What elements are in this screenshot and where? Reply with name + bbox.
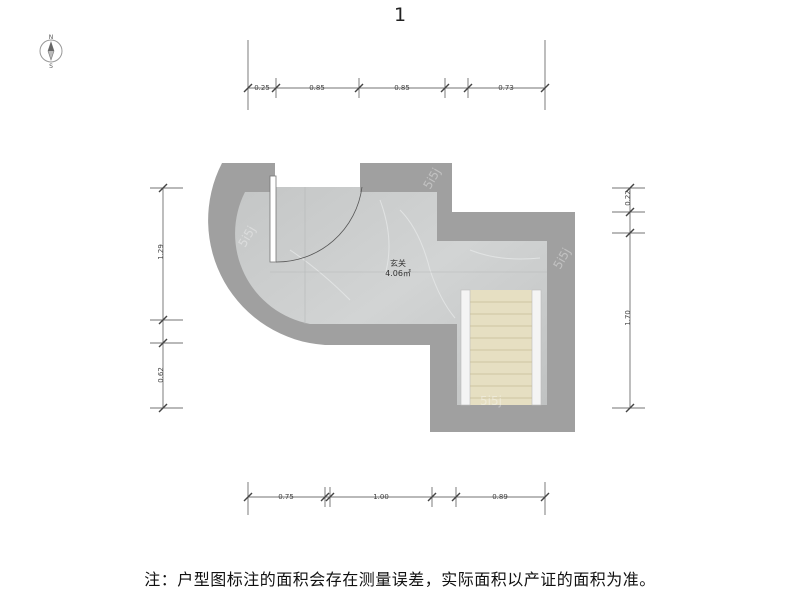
dim-bottom-2: 1.00 — [373, 493, 389, 501]
dim-top-4: 0.73 — [498, 84, 514, 92]
dim-bottom-3: 0.89 — [492, 493, 508, 501]
room-name: 玄关 — [390, 258, 406, 268]
room-area: 4.06㎡ — [385, 269, 411, 278]
dimension-right — [612, 183, 645, 413]
dim-left-1: 1.29 — [157, 244, 165, 260]
dim-right-1: 0.22 — [624, 190, 632, 206]
floor-number: 1 — [393, 4, 407, 26]
floor-plan: 玄关 4.06㎡ 5i5j 5i5j 5i5j 5i5j 0.25 0.85 0… — [150, 40, 645, 515]
dim-right-2: 1.70 — [624, 310, 632, 326]
dim-top-1: 0.25 — [254, 84, 270, 92]
dimension-top — [243, 40, 550, 110]
dim-left-2: 0.62 — [157, 367, 165, 383]
door-opening — [275, 163, 360, 187]
door-swing-arc — [275, 186, 363, 263]
dimension-left — [150, 183, 183, 413]
compass-south: S — [49, 63, 53, 69]
tile-lines — [270, 187, 547, 324]
footer-note: 注：户型图标注的面积会存在测量误差，实际面积以产证的面积为准。 — [144, 570, 656, 589]
door-leaf — [269, 175, 277, 263]
staircase — [460, 289, 542, 406]
dim-top-2: 0.85 — [309, 84, 325, 92]
marble-veins — [289, 199, 541, 319]
watermark: 5i5j — [480, 394, 502, 408]
compass-north: N — [49, 34, 54, 41]
compass-icon: N S — [39, 34, 63, 69]
dimension-bottom — [243, 482, 550, 515]
dim-bottom-1: 0.75 — [278, 493, 294, 501]
dim-top-3: 0.85 — [394, 84, 410, 92]
